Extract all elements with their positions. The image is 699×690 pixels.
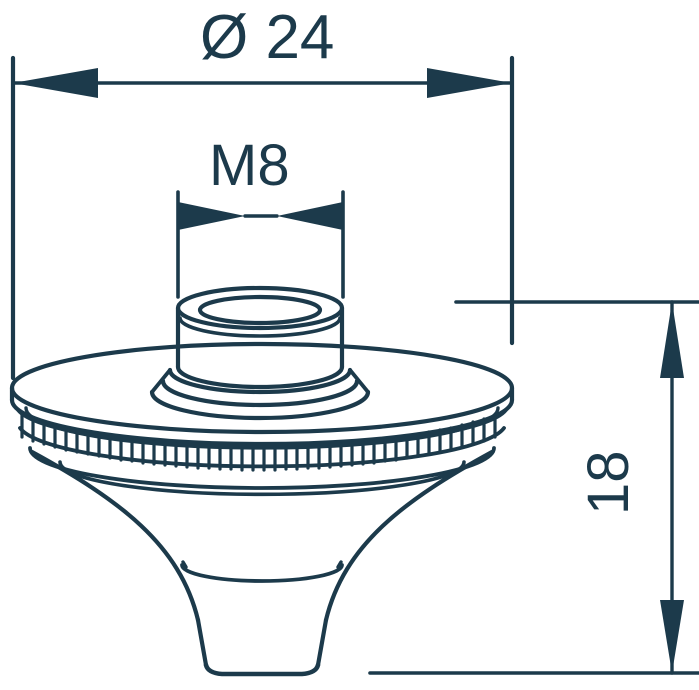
tip-bottom-face bbox=[203, 662, 321, 677]
body-inner-arc bbox=[58, 460, 466, 497]
body-step-right-tick bbox=[336, 560, 343, 569]
label-thread-m8: M8 bbox=[209, 133, 290, 198]
tip-wall-left bbox=[195, 617, 209, 668]
dimension-thread-m8 bbox=[176, 190, 345, 299]
collar-top-arc bbox=[167, 367, 353, 395]
part-collar bbox=[149, 367, 371, 421]
arrowhead-height-bottom bbox=[660, 600, 684, 673]
seat-cone-arc bbox=[149, 389, 371, 421]
label-height-18: 18 bbox=[576, 450, 641, 515]
boss-bottom-arc bbox=[175, 364, 345, 390]
knurl-band-lower-edge bbox=[18, 426, 506, 469]
arrowhead-m8-left bbox=[178, 202, 245, 230]
knurl-band-upper-edge bbox=[16, 408, 508, 449]
collar-taper-right bbox=[348, 368, 370, 394]
part-threaded-boss bbox=[175, 285, 345, 390]
boss-bore-ellipse bbox=[197, 294, 323, 326]
part-knurled-flange bbox=[9, 341, 515, 472]
boss-chamfer-arc bbox=[178, 316, 342, 338]
part-conical-body bbox=[28, 446, 496, 623]
collar-bottom-arc bbox=[160, 378, 360, 408]
arrowhead-height-top bbox=[660, 302, 684, 378]
dimension-height-18 bbox=[368, 300, 699, 675]
tip-wall-right bbox=[315, 617, 329, 668]
arrowhead-right bbox=[427, 68, 512, 98]
dimension-outer-diameter bbox=[10, 55, 515, 381]
arrowhead-left bbox=[13, 68, 98, 98]
body-step-arc bbox=[180, 563, 344, 583]
label-outer-diameter: Ø 24 bbox=[200, 3, 334, 72]
collar-taper-left bbox=[150, 368, 172, 394]
body-step-left-tick bbox=[181, 560, 188, 569]
part-nozzle-tip bbox=[195, 617, 329, 677]
arrowhead-m8-right bbox=[277, 202, 343, 230]
